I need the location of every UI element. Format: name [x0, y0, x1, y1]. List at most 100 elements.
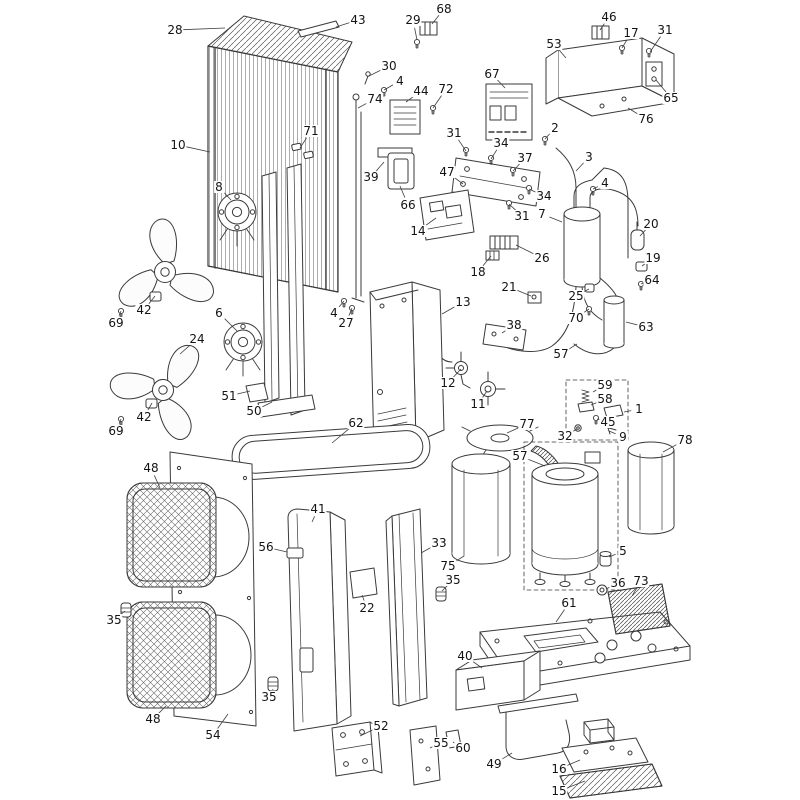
leader-line-12 [453, 368, 462, 378]
part-callout-24: 24 [188, 332, 206, 346]
part-callout-54: 54 [204, 728, 222, 742]
part-callout-71: 71 [302, 124, 320, 138]
part-callout-5: 5 [618, 544, 628, 558]
leader-line-48 [153, 475, 161, 489]
leader-line-30 [368, 69, 382, 77]
leader-line-3 [575, 162, 584, 172]
part-callout-43: 43 [349, 13, 367, 27]
refrigerant-piping [507, 147, 648, 355]
leader-line-72 [432, 95, 442, 109]
leader-line-49 [500, 752, 513, 761]
part-callout-27: 27 [337, 316, 355, 330]
leader-line-66 [399, 185, 406, 198]
leader-line-27 [348, 307, 353, 316]
terminal-blocks [485, 235, 519, 261]
compressor [530, 445, 601, 587]
part-callout-40: 40 [456, 649, 474, 663]
compressor-grommets [596, 551, 612, 596]
part-callout-8: 8 [214, 180, 224, 194]
leader-line-54 [217, 713, 229, 729]
part-callout-9: 9 [618, 430, 628, 444]
part-callout-14: 14 [409, 224, 427, 238]
terminal-plate-assembly [451, 146, 541, 211]
leader-line-63 [625, 321, 639, 326]
part-callout-73: 73 [632, 574, 650, 588]
part-callout-11: 11 [469, 397, 487, 411]
part-callout-28: 28 [166, 23, 184, 37]
part-callout-6: 6 [214, 306, 224, 320]
part-callout-22: 22 [358, 601, 376, 615]
leader-line-78 [662, 443, 679, 453]
part-callout-52: 52 [372, 719, 390, 733]
sound-blanket-right [627, 441, 675, 535]
leader-line-9 [608, 430, 616, 435]
part-callout-48: 48 [144, 712, 162, 726]
part-callout-26: 26 [533, 251, 551, 265]
vertical-pipes [340, 86, 388, 316]
part-callout-33: 33 [430, 536, 448, 550]
leader-line-24 [179, 343, 192, 355]
leader-line-34 [490, 149, 498, 160]
fan-motor-upper [217, 192, 257, 247]
leader-line-51 [236, 390, 251, 395]
leader-line-56 [273, 548, 288, 553]
leader-line-21 [516, 289, 532, 297]
part-callout-31: 31 [656, 23, 674, 37]
leader-line-17 [621, 39, 628, 49]
part-callout-58: 58 [596, 392, 614, 406]
part-callout-34: 34 [535, 189, 553, 203]
leader-line-71 [299, 137, 308, 149]
leader-line-15 [566, 780, 586, 789]
part-callout-13: 13 [454, 295, 472, 309]
leader-line-61 [555, 609, 565, 623]
part-callout-4: 4 [600, 176, 610, 190]
part-callout-65: 65 [662, 91, 680, 105]
leader-line-2 [544, 133, 550, 140]
leader-line-43 [335, 22, 351, 28]
leader-line-22 [361, 594, 365, 601]
leader-line-57 [527, 458, 546, 467]
top-small-parts [297, 20, 438, 85]
leader-line-41 [311, 516, 315, 523]
part-callout-25: 25 [567, 289, 585, 303]
part-callout-31: 31 [513, 209, 531, 223]
leader-line-73 [631, 587, 638, 597]
part-callout-76: 76 [637, 112, 655, 126]
part-callout-78: 78 [676, 433, 694, 447]
leader-line-26 [515, 244, 535, 255]
part-callout-66: 66 [399, 198, 417, 212]
leader-line-29 [414, 27, 418, 41]
part-callout-57: 57 [552, 347, 570, 361]
leader-line-28 [182, 27, 226, 31]
part-callout-56: 56 [257, 540, 275, 554]
part-callout-51: 51 [220, 389, 238, 403]
leader-line-76 [627, 107, 640, 116]
part-callout-37: 37 [516, 151, 534, 165]
part-callout-69: 69 [107, 424, 125, 438]
leader-line-13 [441, 305, 457, 315]
part-callout-53: 53 [545, 37, 563, 51]
motor-support-brackets [245, 163, 316, 418]
leader-line-39 [375, 161, 385, 172]
leader-line-11 [482, 390, 488, 398]
leader-line-65 [655, 79, 667, 93]
leader-line-5 [608, 553, 616, 558]
fan-guard-lower [126, 601, 217, 709]
leader-line-42 [148, 295, 156, 304]
leader-line-8 [224, 192, 232, 201]
leader-line-18 [482, 255, 492, 267]
part-callout-36: 36 [609, 576, 627, 590]
sound-blanket-left [451, 453, 511, 565]
part-callout-69: 69 [107, 316, 125, 330]
part-callout-68: 68 [435, 2, 453, 16]
control-pcb [485, 83, 533, 141]
part-callout-12: 12 [439, 376, 457, 390]
part-callout-42: 42 [135, 410, 153, 424]
part-callout-46: 46 [600, 10, 618, 24]
leader-line-31 [458, 139, 467, 152]
part-callout-77: 77 [518, 417, 536, 431]
leader-line-31 [649, 36, 661, 53]
leader-line-4 [592, 186, 598, 190]
